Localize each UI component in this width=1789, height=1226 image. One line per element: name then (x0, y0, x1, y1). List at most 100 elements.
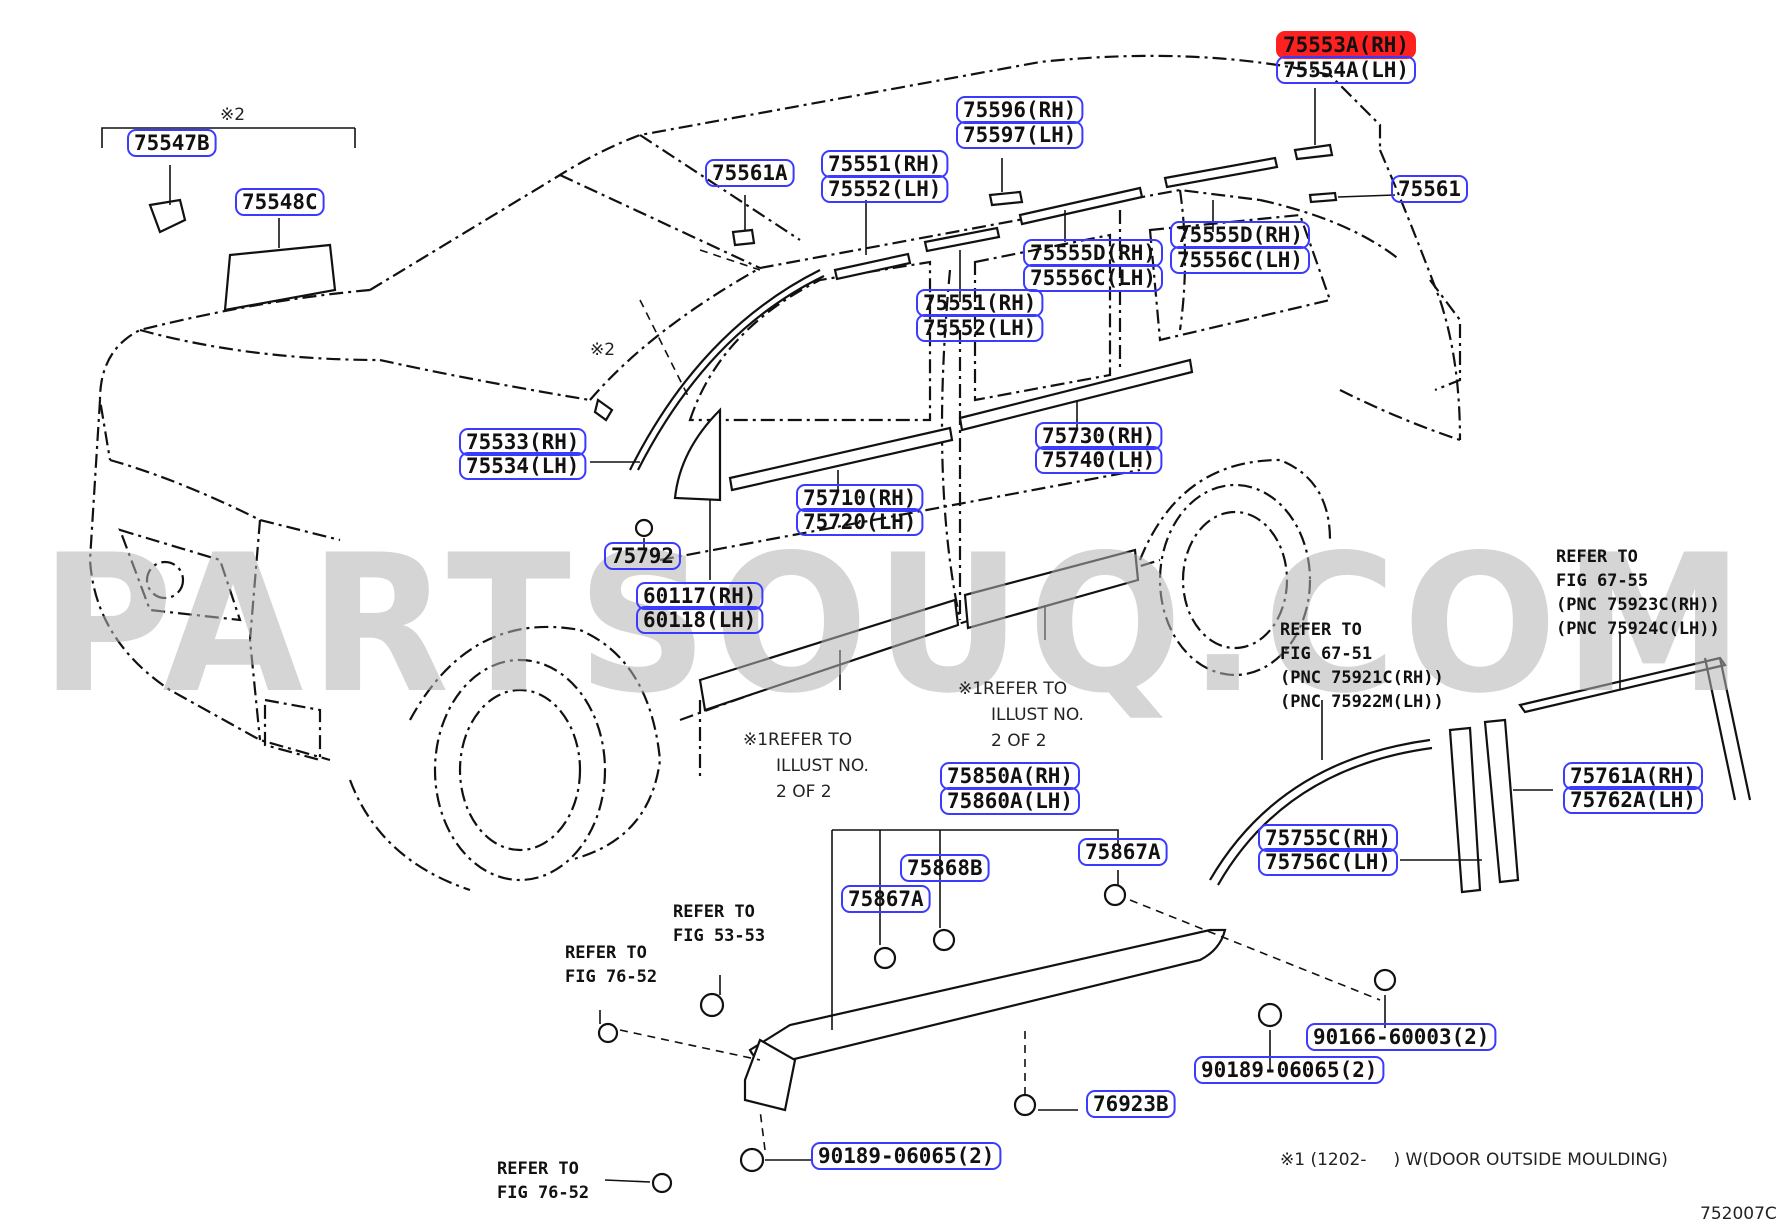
part-label-75533[interactable]: 75533(RH) (459, 428, 587, 456)
part-label-75561[interactable]: 75561 (1391, 175, 1468, 203)
illust-note-line: ※1REFER TO (958, 679, 1067, 699)
rear-door-outside-moulding (963, 548, 1140, 630)
part-label-90189a[interactable]: 90189-06065(2) (1194, 1056, 1385, 1084)
part-number-text: 75552(LH) (828, 177, 941, 201)
illust-note-line: 2 OF 2 (776, 782, 832, 802)
note-mark-windshield: ※2 (590, 340, 615, 360)
part-label-75867ab[interactable]: 75867A (1078, 838, 1168, 866)
part-label-75548c[interactable]: 75548C (235, 188, 325, 216)
bolt-76-52-a (597, 1022, 619, 1044)
part-label-box[interactable] (235, 188, 325, 216)
part-label-box[interactable] (811, 1142, 1002, 1170)
part-label-76923b[interactable]: 76923B (1086, 1090, 1176, 1118)
part-label-75551a[interactable]: 75551(RH) (821, 150, 949, 178)
part-label-75740[interactable]: 75740(LH) (1035, 446, 1163, 474)
roof-moulding-front (833, 252, 912, 281)
part-label-90166[interactable]: 90166-60003(2) (1306, 1023, 1497, 1051)
part-label-75556cb[interactable]: 75556C(LH) (1170, 246, 1310, 274)
part-label-60118[interactable]: 60118(LH) (636, 606, 764, 634)
part-label-box[interactable] (1086, 1090, 1176, 1118)
part-label-75850a[interactable]: 75850A(RH) (940, 762, 1080, 790)
part-number-text: 75762A(LH) (1570, 788, 1696, 812)
part-label-box[interactable] (940, 787, 1080, 815)
part-label-box[interactable] (900, 854, 990, 882)
part-label-75561a[interactable]: 75561A (705, 159, 795, 187)
part-number-text: 75867A (1085, 840, 1161, 864)
part-label-box[interactable] (1258, 824, 1398, 852)
part-label-box[interactable] (841, 885, 931, 913)
part-label-box[interactable] (1035, 446, 1163, 474)
part-label-box[interactable] (705, 159, 795, 187)
part-label-75552b[interactable]: 75552(LH) (916, 314, 1044, 342)
part-label-75867aa[interactable]: 75867A (841, 885, 931, 913)
part-label-75761a[interactable]: 75761A(RH) (1563, 762, 1703, 790)
part-label-60117[interactable]: 60117(RH) (636, 582, 764, 610)
refer-note-line: (PNC 75924C(LH)) (1556, 619, 1720, 639)
part-label-box[interactable] (1194, 1056, 1385, 1084)
part-label-box[interactable] (636, 606, 764, 634)
part-label-box[interactable] (956, 121, 1084, 149)
part-number-text: 75710(RH) (803, 486, 916, 510)
part-label-box[interactable] (796, 508, 924, 536)
part-label-box[interactable] (1170, 246, 1310, 274)
part-label-box[interactable] (796, 484, 924, 512)
part-label-box[interactable] (127, 129, 217, 157)
part-label-75551b[interactable]: 75551(RH) (916, 289, 1044, 317)
part-number-text: 75730(RH) (1042, 424, 1155, 448)
part-label-box[interactable] (459, 452, 587, 480)
parts-artwork (148, 143, 1752, 1194)
part-label-box[interactable] (1391, 175, 1468, 203)
refer-note-line: FIG 53-53 (673, 926, 765, 946)
part-label-box[interactable] (1023, 264, 1163, 292)
part-label-75756c[interactable]: 75756C(LH) (1258, 848, 1398, 876)
part-label-75534[interactable]: 75534(LH) (459, 452, 587, 480)
part-number-text: 75868B (907, 856, 983, 880)
part-label-75556ca[interactable]: 75556C(LH) (1023, 264, 1163, 292)
refer-note-line: FIG 76-52 (497, 1183, 589, 1203)
part-label-75868b[interactable]: 75868B (900, 854, 990, 882)
clip-76923B (1013, 1093, 1037, 1117)
part-label-box[interactable] (604, 542, 681, 570)
part-label-box[interactable] (1563, 762, 1703, 790)
part-label-box[interactable] (636, 582, 764, 610)
part-label-75552a[interactable]: 75552(LH) (821, 175, 949, 203)
part-number-text: 75860A(LH) (947, 789, 1073, 813)
leader-lines (101, 88, 1621, 1183)
part-label-box[interactable] (459, 428, 587, 456)
part-label-box[interactable] (1258, 848, 1398, 876)
part-number-text: 75867A (848, 887, 924, 911)
part-label-box[interactable] (1276, 56, 1416, 84)
front-belt-moulding (728, 426, 954, 492)
part-label-box[interactable] (916, 314, 1044, 342)
illust-note-line: 2 OF 2 (991, 731, 1047, 751)
part-label-75730[interactable]: 75730(RH) (1035, 422, 1163, 450)
part-label-75554a[interactable]: 75554A(LH) (1276, 56, 1416, 84)
part-label-box[interactable] (1078, 838, 1168, 866)
refer-note-line: FIG 76-52 (565, 967, 657, 987)
part-label-box[interactable] (1306, 1023, 1497, 1051)
part-number-text: 75561 (1398, 177, 1461, 201)
part-number-text: 75597(LH) (963, 123, 1076, 147)
part-label-90189b[interactable]: 90189-06065(2) (811, 1142, 1002, 1170)
part-number-text: 75548C (242, 190, 318, 214)
part-label-75860a[interactable]: 75860A(LH) (940, 787, 1080, 815)
part-label-box[interactable] (1035, 422, 1163, 450)
clip-90189-2 (739, 1147, 765, 1173)
part-label-75597[interactable]: 75597(LH) (956, 121, 1084, 149)
part-label-box[interactable] (821, 175, 949, 203)
part-label-75710[interactable]: 75710(RH) (796, 484, 924, 512)
part-label-75720[interactable]: 75720(LH) (796, 508, 924, 536)
part-label-box[interactable] (1563, 786, 1703, 814)
part-label-75553a[interactable]: 75553A(RH) (1276, 31, 1416, 59)
part-label-75596[interactable]: 75596(RH) (956, 96, 1084, 124)
weatherstrip (1209, 738, 1431, 881)
part-number-text: 90189-06065(2) (1201, 1058, 1377, 1082)
part-label-75555da[interactable]: 75555D(RH) (1023, 239, 1163, 267)
part-label-75755c[interactable]: 75755C(RH) (1258, 824, 1398, 852)
part-label-75792[interactable]: 75792 (604, 542, 681, 570)
refer-note-line: REFER TO (1556, 547, 1638, 567)
part-label-75547b[interactable]: 75547B (127, 129, 217, 157)
part-label-75555db[interactable]: 75555D(RH) (1170, 221, 1310, 249)
part-label-75762a[interactable]: 75762A(LH) (1563, 786, 1703, 814)
refer-note-line: REFER TO (673, 902, 755, 922)
